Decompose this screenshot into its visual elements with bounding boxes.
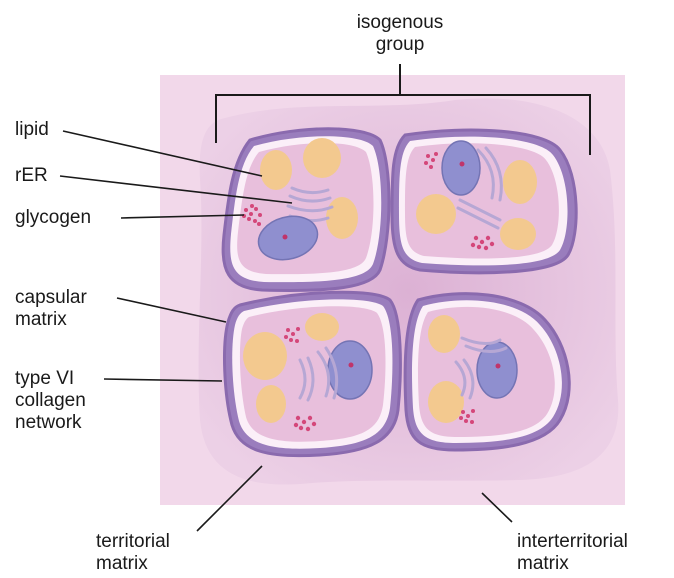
lipid-droplet — [500, 218, 536, 250]
nucleolus — [283, 235, 288, 240]
capsular-matrix-label: capsular matrix — [15, 287, 87, 331]
lipid-droplet — [428, 315, 460, 353]
chondrocyte-bottom-left — [225, 292, 401, 455]
isogenous-group-label: isogenous group — [330, 12, 470, 56]
nucleolus — [496, 364, 501, 369]
lipid-droplet — [428, 381, 464, 423]
rer-label: rER — [15, 165, 48, 187]
lipid-droplet — [305, 313, 339, 341]
glycogen-label: glycogen — [15, 207, 91, 229]
interterritorial-matrix-label: interterritorial matrix — [517, 531, 628, 575]
lipid-droplet — [243, 332, 287, 380]
nucleolus — [349, 363, 354, 368]
lipid-droplet — [260, 150, 292, 190]
chondrocyte-top-right — [392, 130, 576, 273]
nucleolus — [460, 162, 465, 167]
chondrocyte-top-left — [223, 129, 389, 291]
lipid-droplet — [416, 194, 456, 234]
lipid-droplet — [256, 385, 286, 423]
lipid-label: lipid — [15, 119, 49, 141]
type-vi-collagen-label: type VI collagen network — [15, 368, 86, 434]
lipid-droplet — [503, 160, 537, 204]
nucleus — [442, 141, 480, 195]
territorial-matrix-label: territorial matrix — [96, 531, 170, 575]
lipid-droplet — [326, 197, 358, 239]
lipid-droplet — [303, 138, 341, 178]
